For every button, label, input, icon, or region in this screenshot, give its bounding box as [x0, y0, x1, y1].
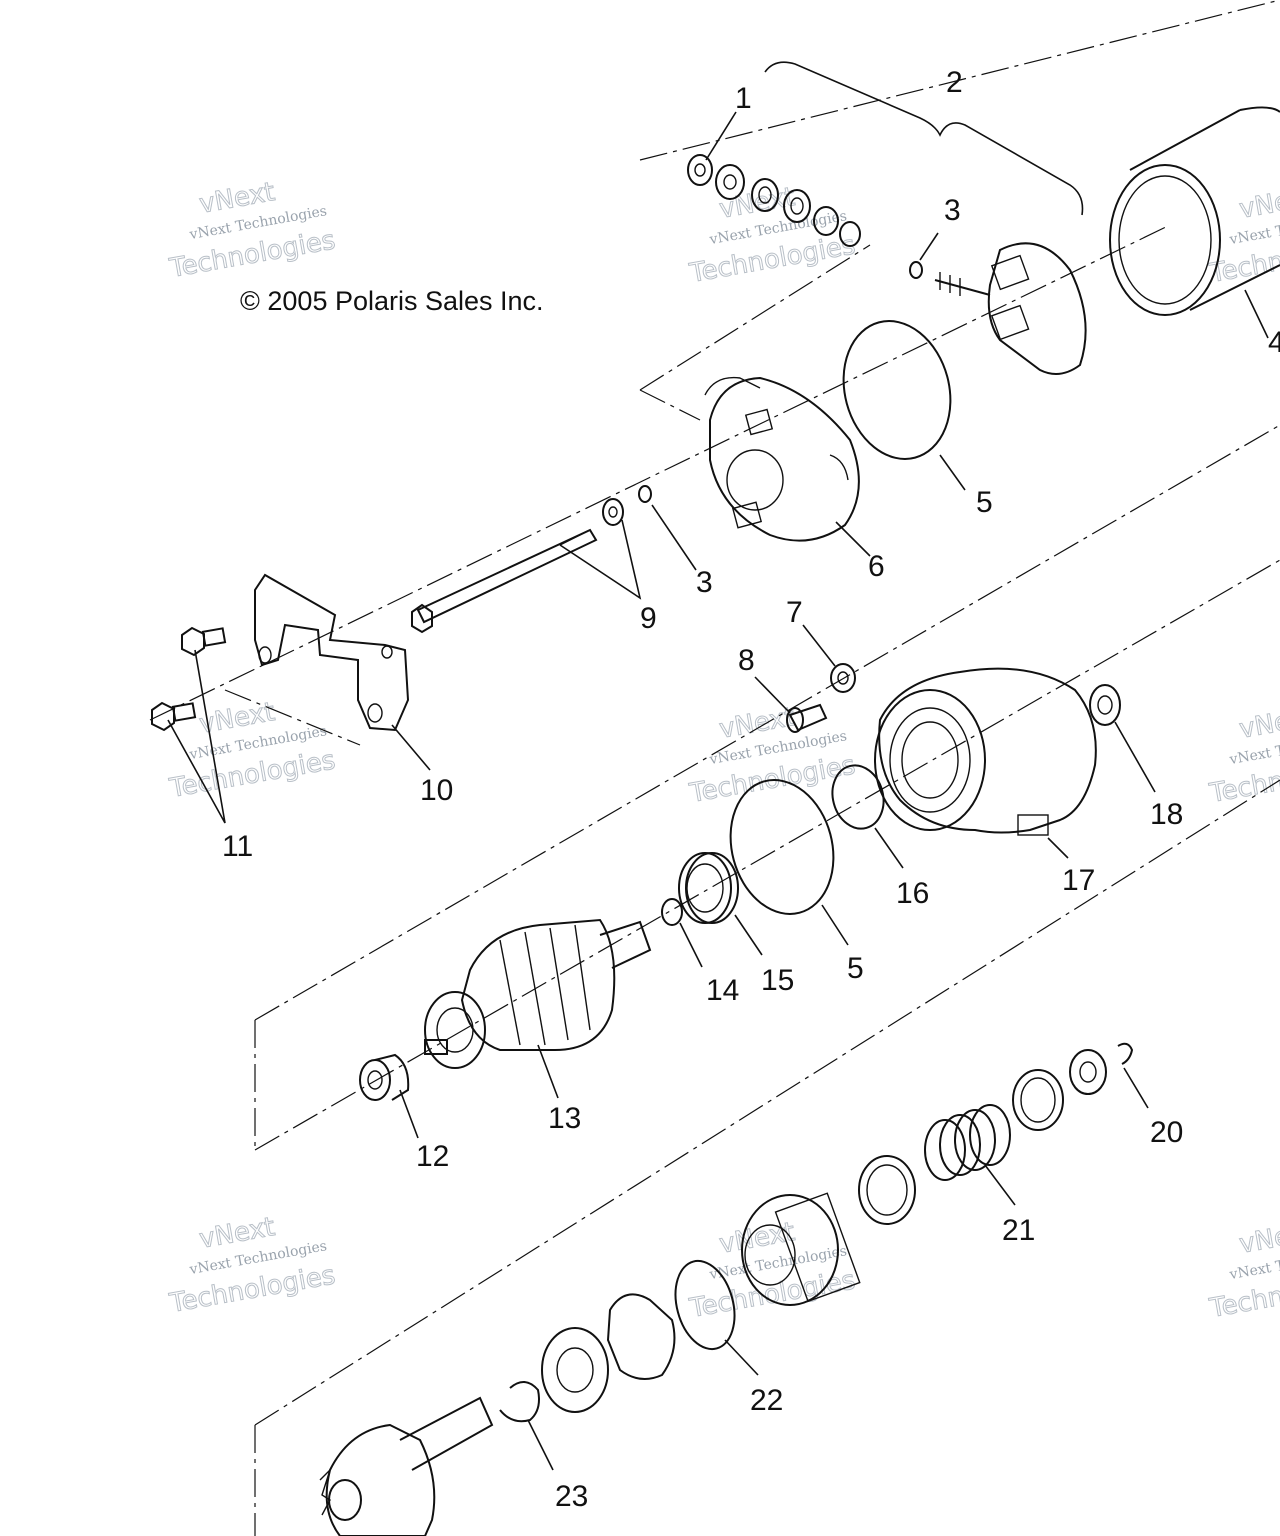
svg-text:vNext: vNext	[1237, 1217, 1280, 1260]
callout-22: 22	[750, 1384, 783, 1417]
part-1-washer-stack	[687, 154, 861, 247]
callout-13: 13	[548, 1102, 581, 1135]
callout-3-middle: 3	[696, 566, 713, 599]
callout-4: 4	[1268, 326, 1280, 359]
callout-3-top: 3	[944, 194, 961, 227]
svg-text:vNext: vNext	[1237, 182, 1280, 225]
callout-2: 2	[946, 66, 963, 99]
part-16-o-ring	[831, 764, 885, 830]
callout-6: 6	[868, 550, 885, 583]
part-5-o-ring-top	[842, 320, 952, 460]
svg-text:vNext: vNext	[1237, 702, 1280, 745]
callout-labels: 1 2 3 3 4 5 5 6 7 8 9 10 11 12 13 14 15 …	[222, 66, 1280, 1513]
part-18-washer	[1089, 684, 1121, 726]
callout-9: 9	[640, 602, 657, 635]
callout-20: 20	[1150, 1116, 1183, 1149]
part-6-end-cover	[704, 376, 860, 542]
copyright-notice: © 2005 Polaris Sales Inc.	[240, 286, 544, 316]
callout-21: 21	[1002, 1214, 1035, 1247]
part-17-front-housing	[874, 667, 1097, 836]
callout-16: 16	[896, 877, 929, 910]
watermark: vNext vNext Technologies Technologies	[686, 182, 858, 290]
watermark: vNext vNext Technologies Technologies	[166, 1212, 338, 1320]
callout-10: 10	[420, 774, 453, 807]
callout-18: 18	[1150, 798, 1183, 831]
callout-7: 7	[786, 596, 803, 629]
part-13-armature	[424, 918, 652, 1069]
brush-holder-plate	[934, 242, 1087, 375]
part-7-washer	[830, 663, 856, 693]
watermark: vNext vNext Technologies Technologies	[686, 702, 858, 810]
stop-collar	[606, 1293, 676, 1380]
callout-leaders	[167, 111, 1269, 1471]
callout-12: 12	[416, 1140, 449, 1173]
callout-8: 8	[738, 644, 755, 677]
callout-11: 11	[222, 830, 253, 863]
part-9-through-bolt	[411, 498, 624, 634]
part-3-o-ring-top	[909, 261, 923, 279]
callout-5-lower: 5	[847, 952, 864, 985]
part-3-o-ring-middle	[638, 485, 652, 503]
overrunning-clutch	[741, 1192, 861, 1306]
callout-17: 17	[1062, 864, 1095, 897]
part-5-o-ring-lower	[729, 779, 835, 915]
part-22-retainer-ring	[674, 1259, 736, 1351]
part-20-clip-washers	[1012, 1042, 1134, 1131]
pinion-shaft-assembly	[319, 1396, 494, 1536]
part-2-bracket	[764, 61, 1084, 216]
thrust-washer	[541, 1327, 609, 1413]
callout-5-top: 5	[976, 486, 993, 519]
watermark-group: vNext vNext Technologies Technologies vN…	[166, 177, 1280, 1325]
callout-1: 1	[735, 82, 752, 115]
callout-23: 23	[555, 1480, 588, 1513]
part-15-bearing	[678, 852, 739, 924]
part-4-yoke-housing	[1109, 106, 1280, 316]
part-14-clip	[661, 898, 683, 926]
callout-15: 15	[761, 964, 794, 997]
callout-14: 14	[706, 974, 739, 1007]
part-21-spring	[858, 1104, 1011, 1225]
watermark: vNext vNext Technologies Technologies	[166, 177, 338, 285]
part-23-snap-ring	[499, 1381, 540, 1423]
part-8-fitting	[786, 703, 828, 733]
watermark: vNext vNext Technologies Technologies	[1206, 702, 1280, 810]
part-10-mounting-bracket	[254, 573, 410, 732]
part-11-bolts	[151, 626, 227, 732]
part-12-bushing	[359, 1053, 410, 1101]
watermark: vNext vNext Technologies Technologies	[1206, 1217, 1280, 1325]
